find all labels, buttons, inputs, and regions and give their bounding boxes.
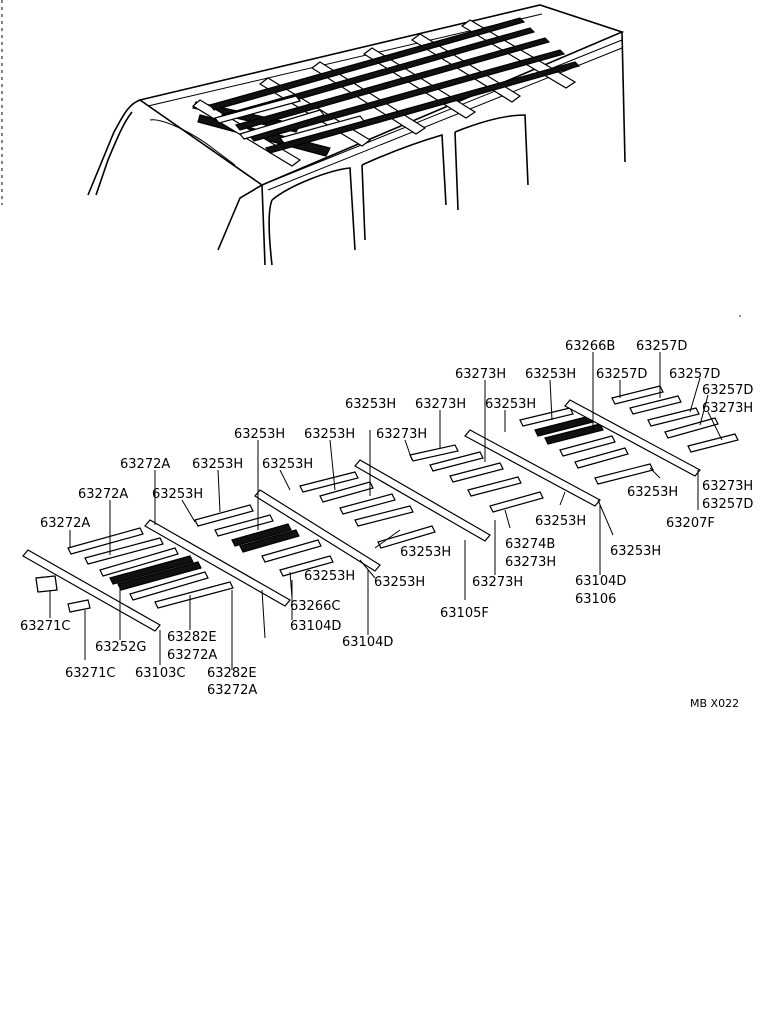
part-tags: [35, 575, 58, 593]
callout-c25: 63253H: [535, 514, 586, 529]
callout-c5: 63257D: [596, 367, 647, 382]
callout-c43: 63271C: [65, 666, 115, 681]
callout-c7: 63257D: [702, 383, 753, 398]
callout-c39: 63271C: [20, 619, 70, 634]
callout-c19: 63253H: [152, 487, 203, 502]
callout-c40: 63252G: [95, 640, 146, 655]
callout-c6: 63257D: [669, 367, 720, 382]
small-dot: [739, 315, 741, 317]
callout-c4: 63253H: [525, 367, 576, 382]
callout-c33: 63106: [575, 592, 616, 607]
callout-c12: 63253H: [234, 427, 285, 442]
callout-c46: 63272A: [207, 683, 257, 698]
diagram-code: MB X022: [690, 697, 739, 710]
section-fourth-panel: [464, 407, 654, 507]
callout-c27: 63274B: [505, 537, 555, 552]
callout-c1: 63266B: [565, 339, 615, 354]
callout-c29: 63253H: [400, 545, 451, 560]
callout-c37: 63104D: [290, 619, 341, 634]
callout-c11: 63253H: [485, 397, 536, 412]
callout-c44: 63103C: [135, 666, 185, 681]
section-rear-panel: [564, 385, 739, 477]
callout-c34: 63253H: [374, 575, 425, 590]
roof-slats: [208, 17, 581, 154]
callout-c23: 63253H: [627, 485, 678, 500]
callout-c21: 63273H: [702, 479, 753, 494]
callout-c13: 63253H: [304, 427, 355, 442]
callout-c2: 63257D: [636, 339, 687, 354]
callout-c31: 63273H: [472, 575, 523, 590]
callout-c26: 63253H: [610, 544, 661, 559]
callout-c9: 63253H: [345, 397, 396, 412]
callout-c20: 63272A: [40, 516, 90, 531]
callout-c15: 63272A: [120, 457, 170, 472]
callout-c18: 63272A: [78, 487, 128, 502]
callout-c16: 63253H: [192, 457, 243, 472]
exploded-parts: [22, 385, 739, 632]
callout-c22: 63257D: [702, 497, 753, 512]
leader-lines: [49, 352, 723, 670]
callout-c45: 63282E: [207, 666, 257, 681]
callout-c38: 63104D: [342, 635, 393, 650]
callout-c10: 63273H: [415, 397, 466, 412]
section-third-panel: [354, 444, 544, 542]
callout-c28: 63273H: [505, 555, 556, 570]
callout-c41: 63282E: [167, 630, 217, 645]
callout-c36: 63266C: [290, 599, 340, 614]
callout-c35: 63105F: [440, 606, 489, 621]
vehicle-roof-illustration: [87, 4, 626, 266]
callout-c17: 63253H: [262, 457, 313, 472]
callout-c30: 63253H: [304, 569, 355, 584]
callout-c24: 63207F: [666, 516, 715, 531]
section-front-panel: [22, 519, 291, 632]
part-callouts: 63266B 63257D 63273H 63253H 63257D 63257…: [20, 339, 753, 698]
callout-c14: 63273H: [376, 427, 427, 442]
callout-c42: 63272A: [167, 648, 217, 663]
callout-c32: 63104D: [575, 574, 626, 589]
callout-c3: 63273H: [455, 367, 506, 382]
callout-c8: 63273H: [702, 401, 753, 416]
